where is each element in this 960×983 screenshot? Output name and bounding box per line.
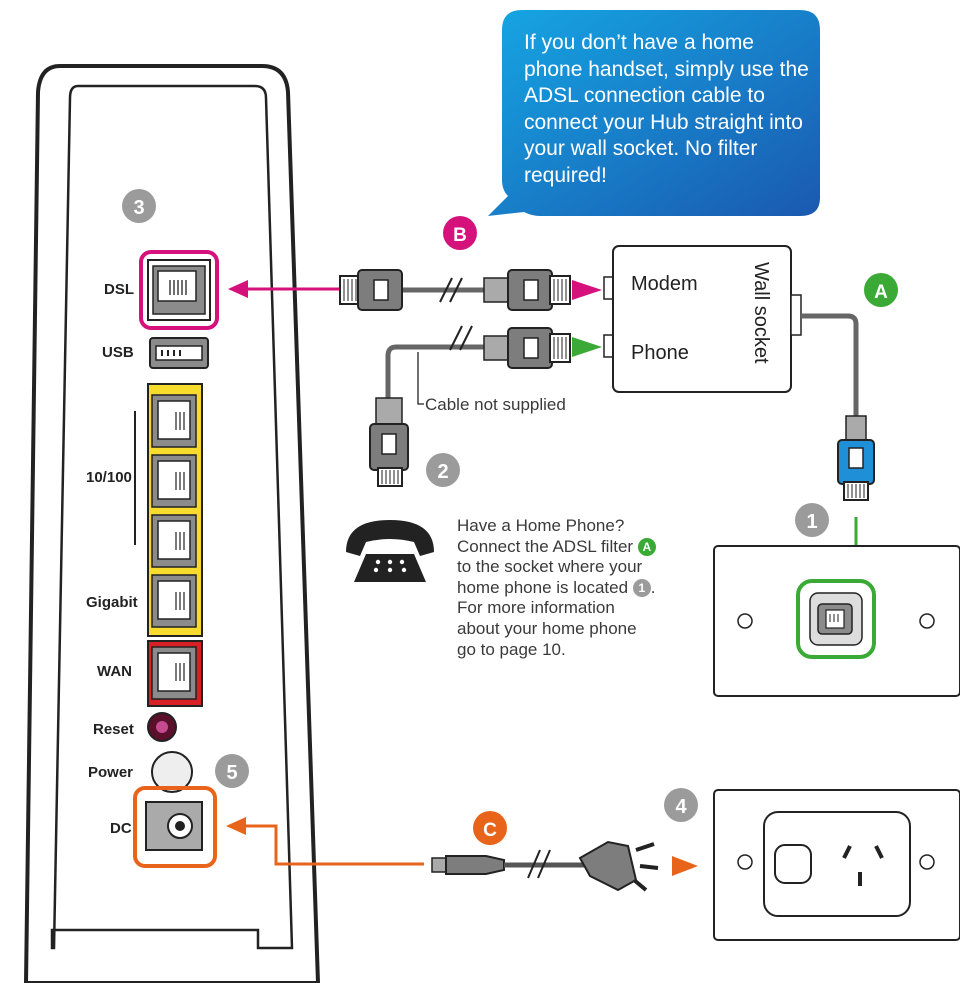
lan-top-label: 10/100 [86, 469, 132, 486]
wan-label: WAN [97, 663, 132, 680]
step-1-badge: 1 [795, 503, 829, 537]
usb-label: USB [102, 344, 134, 361]
dsl-port [147, 259, 211, 321]
phone-wall-socket [713, 545, 960, 697]
inline-step-badge: 1 [632, 578, 651, 597]
badge-b: B [443, 216, 477, 250]
step-2-badge: 2 [426, 453, 460, 487]
dc-port-highlight [133, 786, 217, 868]
svg-text:5: 5 [226, 762, 237, 784]
adsl-filter: Modem Phone Wall socket [603, 245, 802, 393]
power-wall-outlet [713, 789, 960, 941]
dsl-arrow [228, 280, 340, 298]
phone-cable [369, 325, 602, 487]
inline-filter-badge: A [637, 537, 656, 556]
modem-port-arrow [572, 280, 602, 300]
usb-port [149, 337, 209, 369]
wan-port [147, 640, 203, 707]
power-button [151, 751, 193, 793]
step-4-badge: 4 [664, 788, 698, 822]
filter-to-wall-cable [801, 313, 875, 501]
dc-label: DC [110, 820, 132, 837]
reset-label: Reset [93, 721, 134, 738]
telephone-icon [346, 520, 434, 582]
power-cable [431, 840, 698, 892]
dsl-label: DSL [104, 281, 134, 298]
badge-c: C [473, 811, 507, 845]
adsl-cable [339, 269, 602, 311]
info-callout-bubble [488, 10, 820, 216]
lan-port-3 [151, 514, 197, 568]
svg-text:1: 1 [806, 511, 817, 533]
lan-bottom-label: Gigabit [86, 594, 138, 611]
dc-port [145, 801, 203, 851]
phone-port-arrow [572, 337, 602, 357]
power-label: Power [88, 764, 133, 781]
step-3-number: 3 [133, 197, 144, 219]
home-phone-info-line3: . For more information about your home p… [457, 577, 656, 659]
home-phone-info-line1: Have a Home Phone? Connect the ADSL filt… [457, 516, 634, 556]
reset-button [147, 712, 177, 742]
lan-port-2 [151, 454, 197, 508]
svg-text:2: 2 [437, 461, 448, 483]
svg-text:A: A [874, 282, 888, 303]
home-phone-info-line2: to the socket where your home phone is l… [457, 557, 643, 597]
filter-modem-label: Modem [631, 273, 698, 295]
lan-port-4 [151, 574, 197, 628]
dsl-port-highlight [139, 250, 219, 330]
filter-phone-label: Phone [631, 342, 689, 364]
home-phone-info: Have a Home Phone? Connect the ADSL filt… [457, 516, 657, 660]
step-3-badge: 3 [122, 189, 156, 223]
svg-text:4: 4 [675, 796, 687, 818]
filter-wall-socket-label: Wall socket [750, 262, 772, 364]
lan-port-1 [151, 394, 197, 448]
badge-a: A [864, 273, 898, 307]
step-5-badge: 5 [215, 754, 249, 788]
svg-text:B: B [453, 225, 467, 246]
svg-text:C: C [483, 820, 497, 841]
info-callout-text: If you don’t have a home phone handset, … [524, 31, 809, 187]
cable-not-supplied-note: Cable not supplied [425, 395, 566, 414]
power-arrow [226, 817, 424, 866]
